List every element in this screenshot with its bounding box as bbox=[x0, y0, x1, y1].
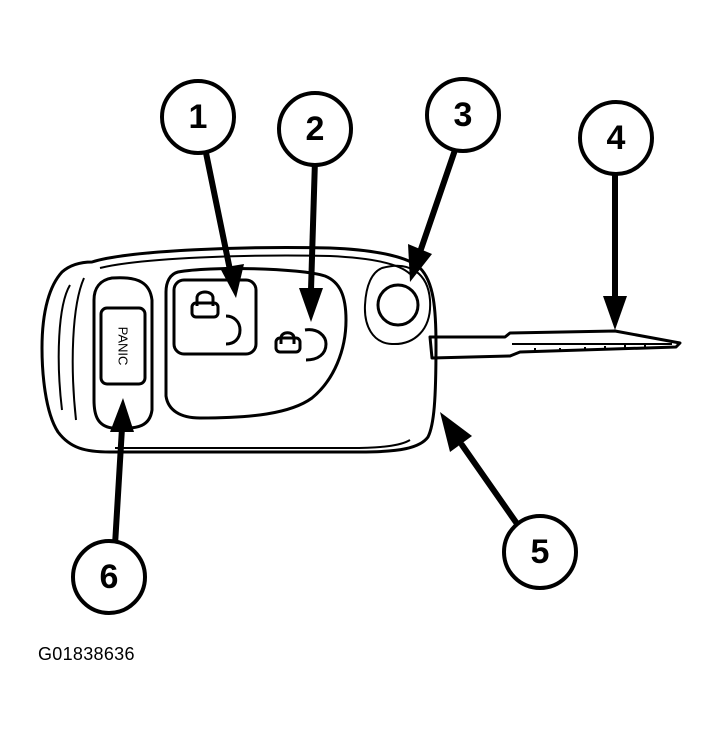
svg-text:3: 3 bbox=[454, 96, 473, 134]
svg-text:1: 1 bbox=[189, 98, 208, 136]
arrow-2 bbox=[299, 157, 323, 322]
callout-5: 5 bbox=[502, 514, 578, 590]
callout-4: 4 bbox=[578, 100, 654, 176]
callout-1: 1 bbox=[160, 79, 236, 155]
arrow-5 bbox=[440, 412, 523, 531]
button-panel bbox=[164, 267, 348, 420]
lock-button[interactable] bbox=[172, 278, 258, 356]
arrow-4 bbox=[603, 165, 627, 330]
svg-text:4: 4 bbox=[607, 119, 626, 157]
arrow-6 bbox=[110, 398, 134, 548]
svg-text:5: 5 bbox=[531, 533, 550, 571]
callout-2: 2 bbox=[277, 91, 353, 167]
arrow-1 bbox=[202, 145, 244, 298]
unlock-icon bbox=[274, 328, 328, 362]
panic-button[interactable]: PANIC bbox=[99, 306, 147, 386]
unlock-button[interactable] bbox=[274, 328, 328, 362]
svg-text:2: 2 bbox=[306, 110, 325, 148]
key-release-button[interactable] bbox=[363, 264, 432, 346]
lock-icon bbox=[190, 290, 242, 346]
callout-3: 3 bbox=[425, 77, 501, 153]
svg-text:6: 6 bbox=[100, 558, 119, 596]
arrow-icon bbox=[220, 264, 244, 298]
figure-id-label: G01838636 bbox=[38, 644, 135, 664]
fob-housing bbox=[40, 246, 438, 454]
panic-label: PANIC bbox=[116, 327, 131, 366]
arrow-3 bbox=[408, 147, 458, 282]
key-blade bbox=[428, 329, 682, 360]
callout-6: 6 bbox=[71, 539, 147, 615]
